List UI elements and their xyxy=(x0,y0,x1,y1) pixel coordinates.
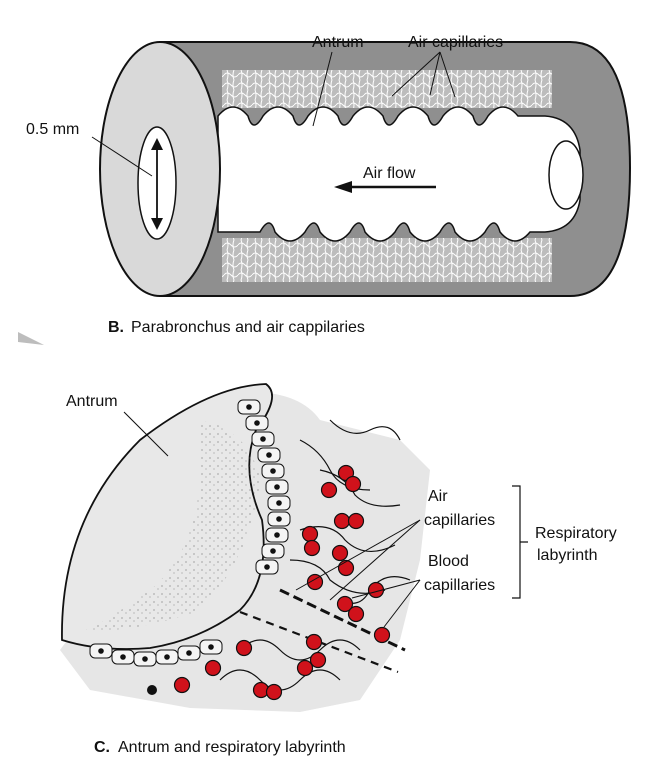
antrum-label-c: Antrum xyxy=(66,393,118,410)
diameter-arrow-head-bottom xyxy=(151,218,163,230)
air-capillaries-label-c-line2: capillaries xyxy=(424,512,495,529)
parabronchus-lumen xyxy=(217,106,581,242)
far-opening xyxy=(548,140,584,210)
blood-capillaries-label-line2: capillaries xyxy=(424,577,495,594)
caption-b-letter: B. xyxy=(108,319,124,336)
air-capillaries-leader-2 xyxy=(429,51,441,96)
diameter-leader xyxy=(91,136,153,177)
air-flow-arrow-head xyxy=(334,181,352,193)
antrum-leader-c xyxy=(123,411,169,457)
corner-fragment xyxy=(18,332,44,345)
air-capillaries-leader-3 xyxy=(439,51,456,98)
caption-c-text: Antrum and respiratory labyrinth xyxy=(118,739,346,756)
blood-vessel xyxy=(279,588,406,652)
diameter-arrow-head-top xyxy=(151,138,163,150)
air-flow-label: Air flow xyxy=(363,165,416,182)
respiratory-label-line1: Respiratory xyxy=(535,525,617,542)
air-capillaries-leader-c2 xyxy=(329,519,421,601)
respiratory-label-line2: labyrinth xyxy=(537,547,597,564)
blood-capillaries-leader-c2 xyxy=(383,579,421,628)
blood-capillaries-label-line1: Blood xyxy=(428,553,469,570)
diameter-label: 0.5 mm xyxy=(26,121,79,138)
air-capillaries-leader-c1 xyxy=(295,519,421,591)
caption-b-text: Parabronchus and air cappilaries xyxy=(131,319,365,336)
parabronchus-diagram: Antrum Air capillaries 0.5 mm Air flow xyxy=(26,34,632,297)
air-capillary-mesh-bottom xyxy=(222,238,552,282)
blood-capillaries-leader-c1 xyxy=(351,579,421,599)
antrum-label-b: Antrum xyxy=(312,34,364,51)
air-capillaries-label-c-line1: Air xyxy=(428,488,448,505)
respiratory-bracket xyxy=(512,485,528,599)
air-capillary-mesh-top xyxy=(222,70,552,108)
antrum-stipple xyxy=(80,420,260,632)
air-capillaries-leader-1 xyxy=(391,51,441,97)
respiratory-labyrinth-diagram: Antrum Air capillaries Blood capillaries… xyxy=(60,383,617,712)
air-capillaries-label-b: Air capillaries xyxy=(408,34,503,51)
caption-c-letter: C. xyxy=(94,739,110,756)
antrum-leader xyxy=(312,51,333,127)
cell-nuclei xyxy=(98,404,282,695)
